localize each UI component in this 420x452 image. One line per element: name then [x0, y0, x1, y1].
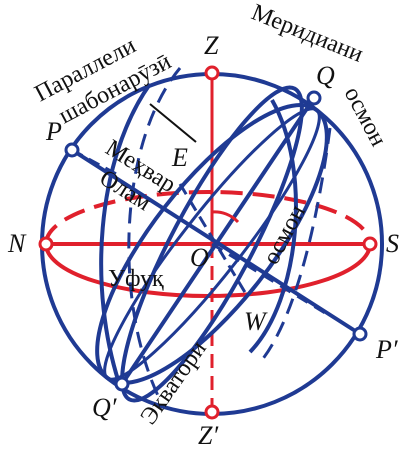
diurnal-parallel-back	[127, 67, 182, 401]
point-nadir	[204, 404, 220, 420]
point-north	[38, 236, 54, 252]
point-equator-top	[306, 90, 322, 106]
angle-arc	[211, 210, 240, 224]
equator-diameter	[120, 96, 316, 386]
diurnal-parallel-back-2	[260, 127, 332, 361]
diurnal-parallel-front-2	[99, 82, 152, 387]
label-nadir: Z′	[198, 421, 218, 450]
point-pole-south	[352, 326, 368, 342]
label-east: E	[171, 143, 188, 172]
hidden-axis-dash	[211, 242, 331, 318]
label-pole-north: P	[45, 117, 62, 146]
equator-label-line2: осмон	[258, 201, 311, 269]
label-west: W	[244, 307, 268, 336]
label-zenith: Z	[204, 31, 219, 60]
horizon-label: Уфуқ	[108, 266, 164, 292]
meridian-label-line1: Меридиани	[248, 0, 367, 68]
axis-back-dash	[71, 148, 121, 178]
point-zenith	[204, 65, 220, 81]
point-south	[362, 236, 378, 252]
label-north: N	[7, 229, 27, 258]
parallels-leader	[149, 103, 197, 143]
diurnal-parallel-front	[248, 99, 298, 354]
point-equator-bottom	[114, 376, 130, 392]
horizon-back	[44, 190, 372, 245]
label-equator-top: Q	[316, 61, 335, 90]
label-south: S	[386, 229, 399, 258]
label-center: O	[190, 243, 209, 272]
label-pole-south: P′	[375, 335, 398, 364]
label-equator-bottom: Q′	[92, 393, 117, 422]
point-pole-north	[64, 142, 80, 158]
east-west-dash	[178, 183, 248, 295]
